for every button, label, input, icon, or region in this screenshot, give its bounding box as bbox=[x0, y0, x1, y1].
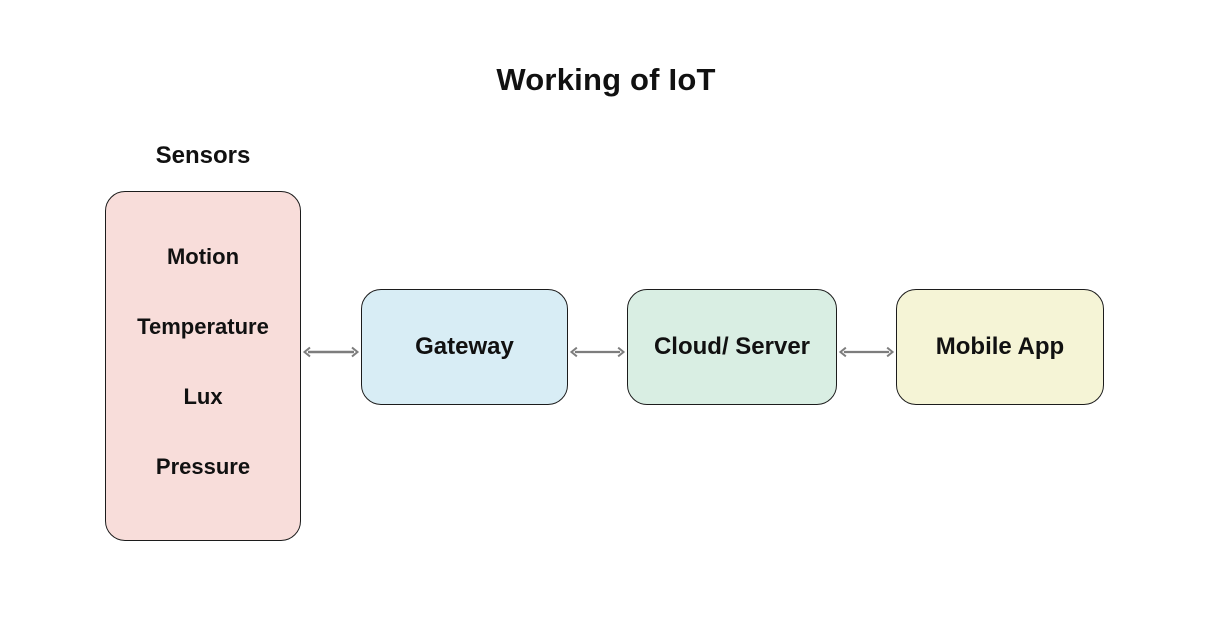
arrow-cloud-mobile bbox=[837, 345, 896, 359]
sensor-item-temperature: Temperature bbox=[137, 314, 269, 339]
sensors-group-label: Sensors bbox=[155, 142, 251, 169]
diagram-title: Working of IoT bbox=[496, 62, 716, 97]
sensor-item-pressure: Pressure bbox=[155, 454, 251, 479]
mobile-app-node: Mobile App bbox=[896, 289, 1104, 405]
arrow-sensors-gateway bbox=[301, 345, 361, 359]
sensor-item-lux: Lux bbox=[183, 384, 223, 409]
gateway-node: Gateway bbox=[361, 289, 568, 405]
sensors-group-box: Motion Temperature Lux Pressure bbox=[105, 191, 301, 541]
cloud-server-node: Cloud/ Server bbox=[627, 289, 837, 405]
bidirectional-arrow-icon bbox=[302, 346, 360, 358]
sensor-item-motion: Motion bbox=[166, 244, 240, 269]
bidirectional-arrow-icon bbox=[838, 346, 895, 358]
bidirectional-arrow-icon bbox=[569, 346, 626, 358]
arrow-gateway-cloud bbox=[568, 345, 627, 359]
